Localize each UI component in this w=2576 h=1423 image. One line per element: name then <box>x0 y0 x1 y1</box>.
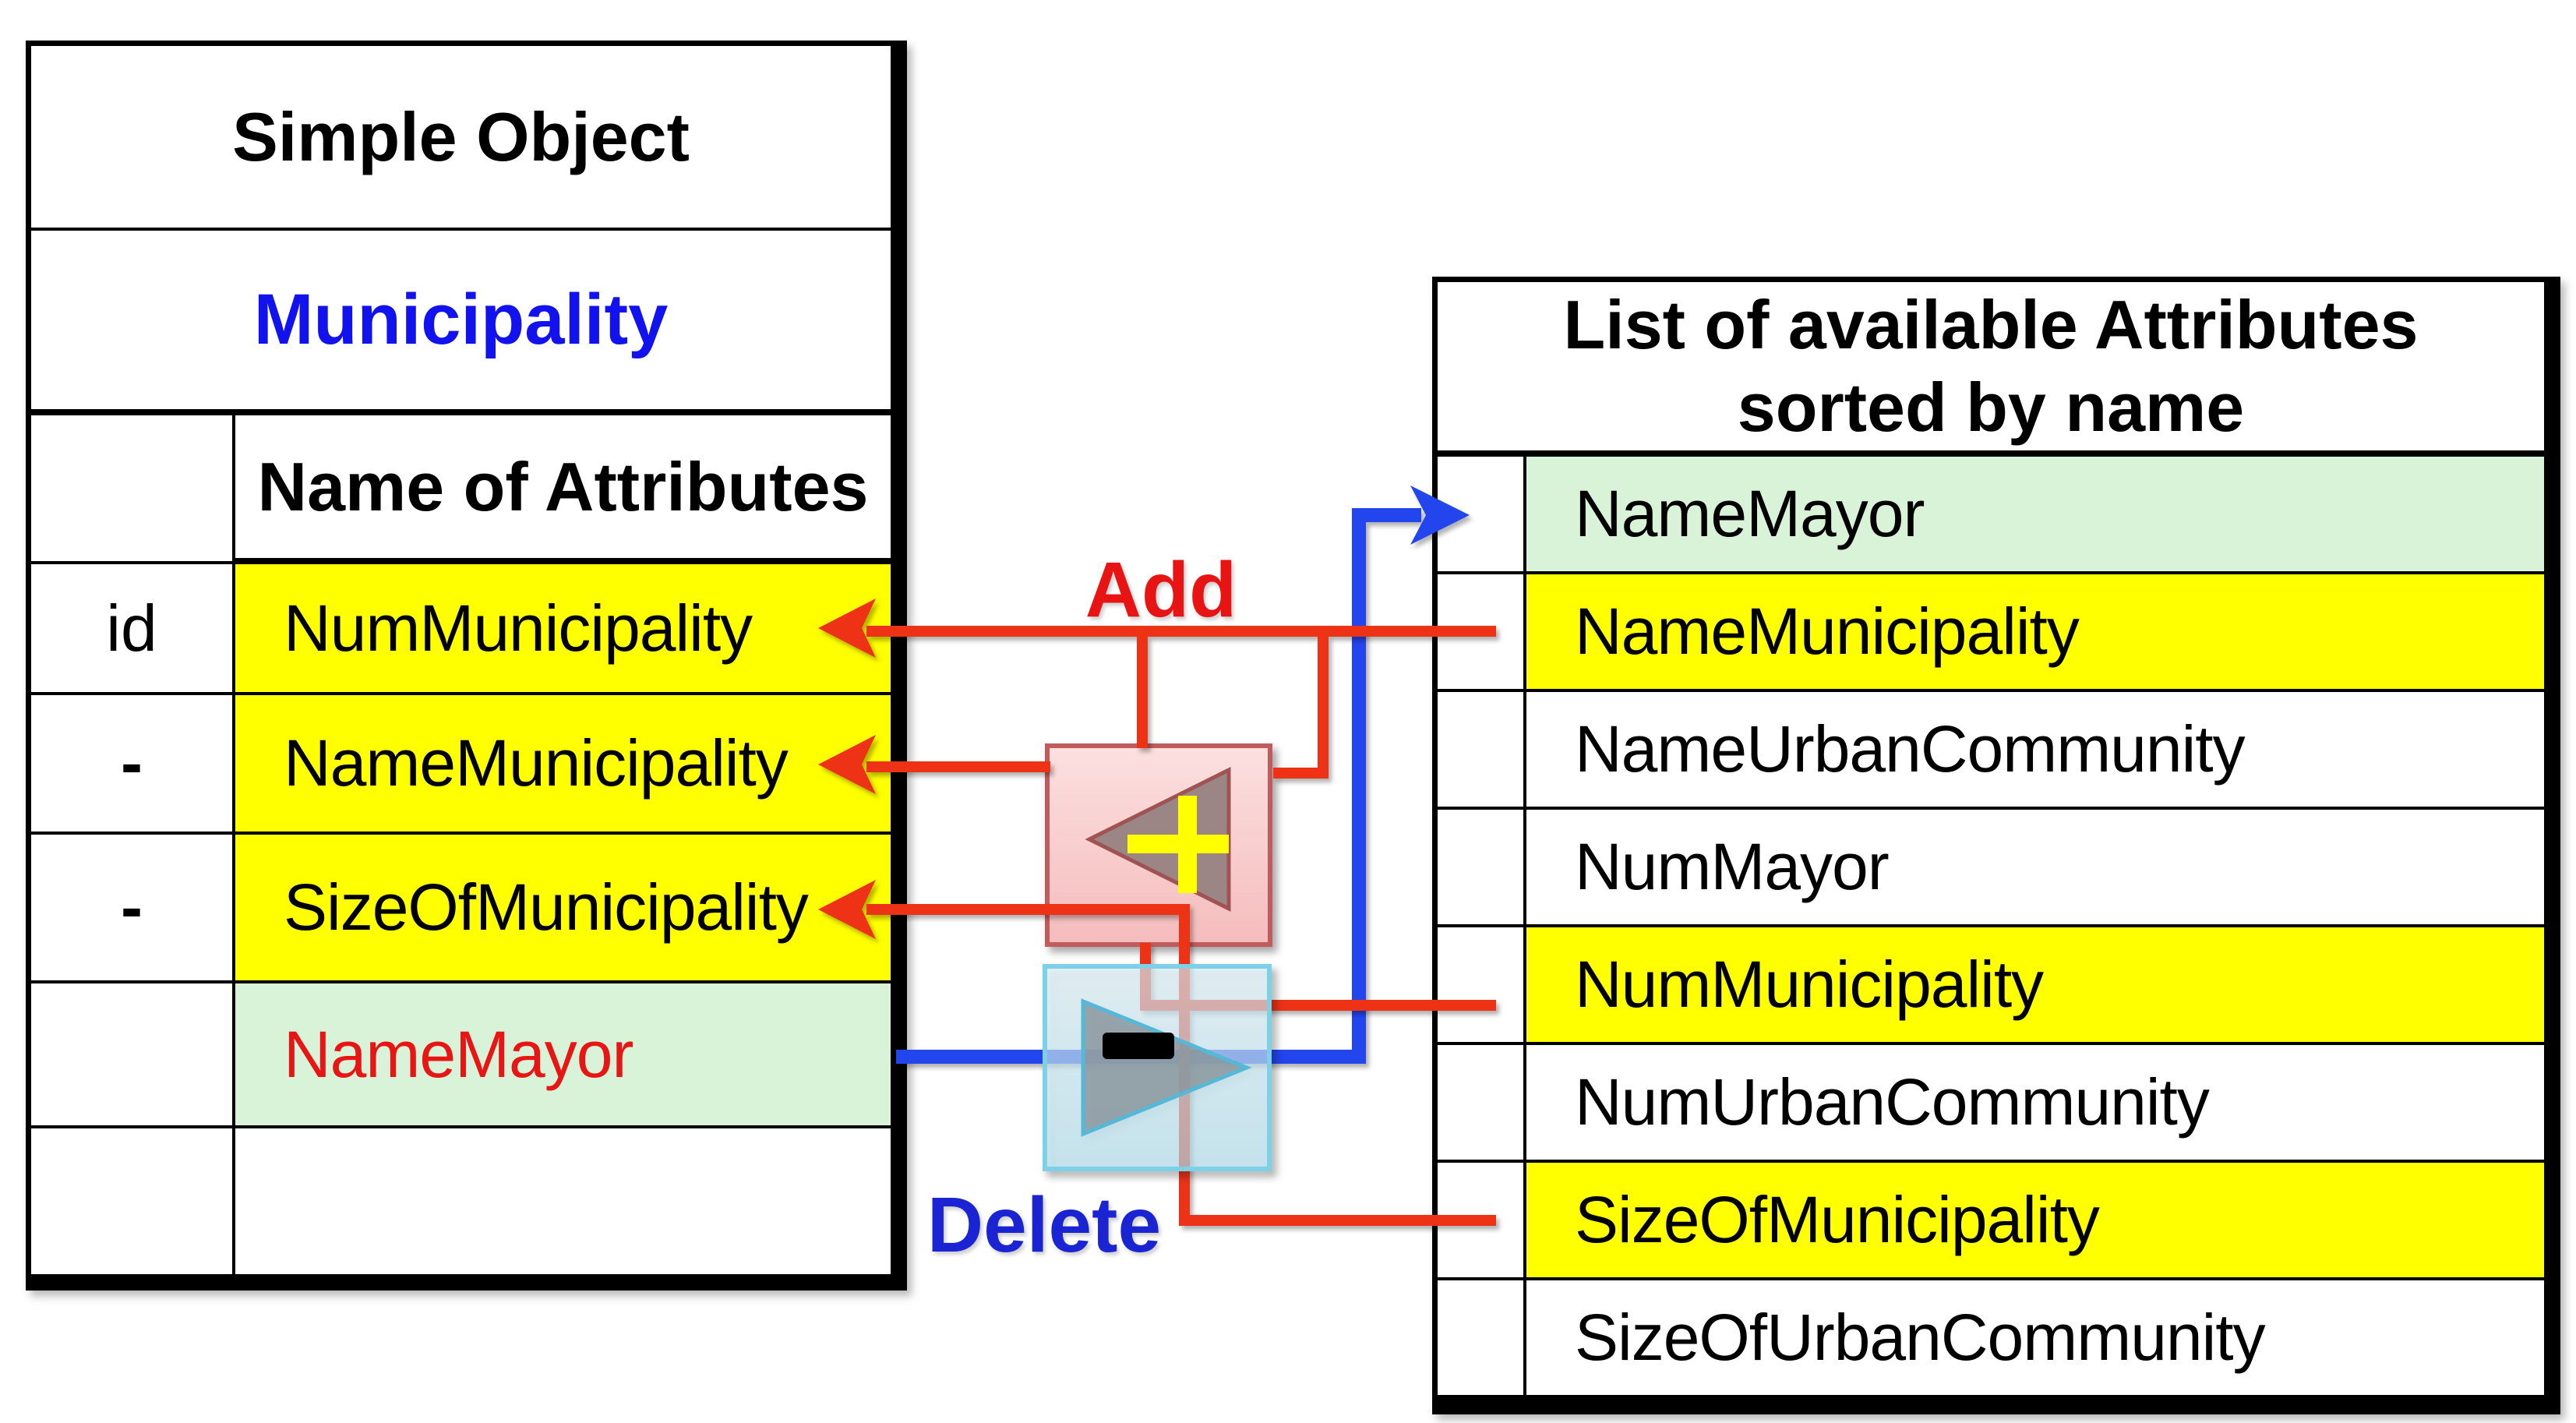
left-row-empty <box>235 1128 891 1274</box>
marker-cell <box>1438 810 1523 924</box>
list-item-sizeofurbancommunity[interactable]: SizeOfUrbanCommunity <box>1526 1280 2544 1395</box>
delete-button-box[interactable] <box>1043 964 1272 1171</box>
marker-cell <box>1438 574 1523 689</box>
object-name: Municipality <box>31 231 891 412</box>
list-item-nameurbancommunity[interactable]: NameUrbanCommunity <box>1526 692 2544 807</box>
delete-button[interactable] <box>1043 964 1272 1171</box>
add-triangle-icon <box>1085 766 1231 913</box>
row-key: - <box>31 695 232 832</box>
available-attributes-table: List of available Attributes sorted by n… <box>1432 277 2560 1414</box>
left-row-nummunicipality[interactable]: NumMunicipality <box>235 564 891 692</box>
add-line-sizeofmunicipality <box>866 904 1496 1226</box>
row-key: id <box>31 564 232 692</box>
marker-cell <box>1438 1045 1523 1160</box>
row-key <box>31 983 232 1125</box>
list-item-nummayor[interactable]: NumMayor <box>1526 810 2544 924</box>
plus-icon <box>1127 796 1229 893</box>
row-key: - <box>31 835 232 980</box>
minus-icon <box>1103 1033 1174 1059</box>
add-action-label: Add <box>1085 546 1237 634</box>
list-item-namemayor[interactable]: NameMayor <box>1526 457 2544 571</box>
simple-object-table: Simple Object Municipality Name of Attri… <box>26 41 907 1291</box>
right-table-title-line2: sorted by name <box>1737 369 2245 446</box>
left-row-sizeofmunicipality[interactable]: SizeOfMunicipality <box>235 835 891 980</box>
list-item-sizeofmunicipality[interactable]: SizeOfMunicipality <box>1526 1163 2544 1277</box>
left-table-title: Simple Object <box>31 46 891 228</box>
marker-cell <box>1438 1163 1523 1277</box>
left-attributes-header: Name of Attributes <box>235 415 891 561</box>
left-row-namemayor[interactable]: NameMayor <box>235 983 891 1125</box>
marker-cell <box>1438 927 1523 1042</box>
left-key-header-cell <box>31 415 232 561</box>
marker-cell <box>1438 1280 1523 1395</box>
left-row-namemunicipality[interactable]: NameMunicipality <box>235 695 891 832</box>
marker-cell <box>1438 692 1523 807</box>
add-button[interactable] <box>1045 743 1272 947</box>
delete-action-label: Delete <box>926 1181 1162 1269</box>
add-line-drop-to-box-right <box>1273 631 1329 779</box>
add-button-box[interactable] <box>1045 743 1272 947</box>
list-item-namemunicipality[interactable]: NameMunicipality <box>1526 574 2544 689</box>
right-table-title: List of available Attributes sorted by n… <box>1438 282 2544 454</box>
marker-cell <box>1438 457 1523 571</box>
list-item-nummunicipality[interactable]: NumMunicipality <box>1526 927 2544 1042</box>
right-table-title-line1: List of available Attributes <box>1563 286 2419 364</box>
row-key <box>31 1128 232 1274</box>
delete-triangle-icon <box>1081 998 1252 1137</box>
list-item-numurbancommunity[interactable]: NumUrbanCommunity <box>1526 1045 2544 1160</box>
